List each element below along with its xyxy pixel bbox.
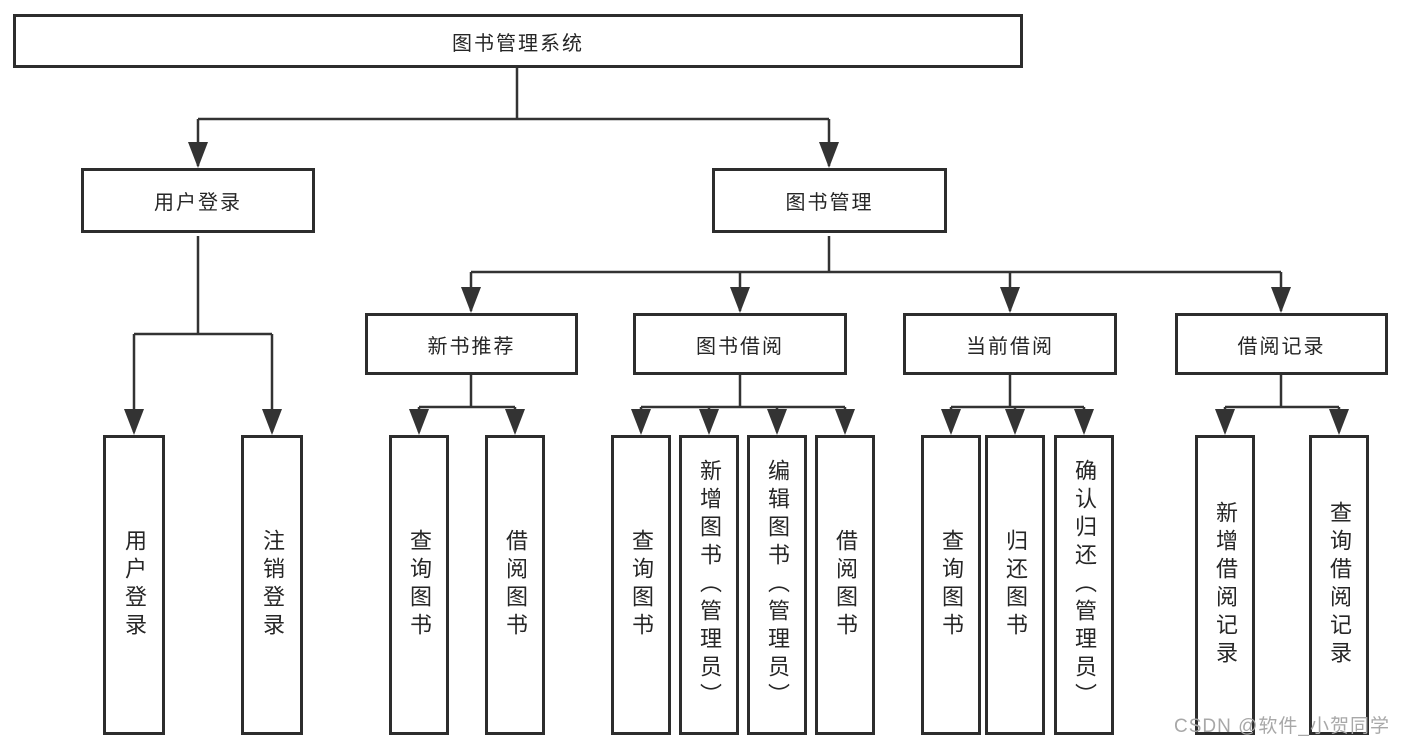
leaf-query-books-current: 查询图书 bbox=[921, 435, 981, 735]
arrowhead-down-icon bbox=[941, 409, 961, 435]
connector-user-login-children bbox=[132, 236, 274, 432]
leaf-edit-book-admin: 编辑图书（管理员） bbox=[747, 435, 807, 735]
connector-borrow-record-children bbox=[1223, 375, 1341, 432]
leaf-logout: 注销登录 bbox=[241, 435, 303, 735]
arrowhead-down-icon bbox=[505, 409, 525, 435]
arrowhead-down-icon bbox=[409, 409, 429, 435]
arrowhead-down-icon bbox=[1271, 287, 1291, 313]
leaf-return-book: 归还图书 bbox=[985, 435, 1045, 735]
watermark: CSDN @软件_小贺同学 bbox=[1174, 716, 1390, 737]
arrowhead-down-icon bbox=[767, 409, 787, 435]
arrowhead-down-icon bbox=[1000, 287, 1020, 313]
arrowhead-down-icon bbox=[1329, 409, 1349, 435]
node-borrow-records: 借阅记录 bbox=[1175, 313, 1388, 375]
node-label: 借阅记录 bbox=[1237, 335, 1326, 358]
node-label: 确认归还（管理员） bbox=[1072, 459, 1097, 711]
node-book-borrow: 图书借阅 bbox=[633, 313, 847, 375]
node-new-book-recommend: 新书推荐 bbox=[365, 313, 578, 375]
node-label: 查询图书 bbox=[629, 529, 654, 641]
node-label: 归还图书 bbox=[1003, 529, 1028, 641]
leaf-add-borrow-record: 新增借阅记录 bbox=[1195, 435, 1255, 735]
node-label: 用户登录 bbox=[122, 529, 147, 641]
node-label: 新增借阅记录 bbox=[1213, 501, 1238, 669]
node-label: 查询借阅记录 bbox=[1327, 501, 1352, 669]
arrowhead-down-icon bbox=[819, 142, 839, 168]
node-label: 新增图书（管理员） bbox=[697, 459, 722, 711]
node-label: 图书借阅 bbox=[696, 335, 784, 358]
node-label: 当前借阅 bbox=[966, 335, 1054, 358]
leaf-query-books-borrow: 查询图书 bbox=[611, 435, 671, 735]
node-root-system: 图书管理系统 bbox=[13, 14, 1023, 68]
arrowhead-down-icon bbox=[461, 287, 481, 313]
leaf-add-book-admin: 新增图书（管理员） bbox=[679, 435, 739, 735]
leaf-confirm-return-admin: 确认归还（管理员） bbox=[1054, 435, 1114, 735]
arrowhead-down-icon bbox=[1215, 409, 1235, 435]
connector-book-management-children bbox=[469, 236, 1283, 311]
arrowhead-down-icon bbox=[1005, 409, 1025, 435]
node-label: 图书管理 bbox=[785, 192, 874, 214]
connector-book-borrow-children bbox=[639, 375, 847, 432]
connector-root-to-level2 bbox=[196, 68, 831, 166]
leaf-borrow-books: 借阅图书 bbox=[815, 435, 875, 735]
leaf-query-books-recommend: 查询图书 bbox=[389, 435, 449, 735]
node-label: 编辑图书（管理员） bbox=[765, 459, 790, 711]
node-user-login: 用户登录 bbox=[81, 168, 315, 233]
connector-new-book-children bbox=[417, 375, 517, 432]
arrowhead-down-icon bbox=[631, 409, 651, 435]
arrowhead-down-icon bbox=[835, 409, 855, 435]
leaf-query-borrow-record: 查询借阅记录 bbox=[1309, 435, 1369, 735]
node-label: 借阅图书 bbox=[503, 529, 528, 641]
node-book-management: 图书管理 bbox=[712, 168, 947, 233]
arrowhead-down-icon bbox=[730, 287, 750, 313]
node-label: 新书推荐 bbox=[427, 335, 516, 358]
node-label: 查询图书 bbox=[939, 529, 964, 641]
arrowhead-down-icon bbox=[262, 409, 282, 435]
leaf-user-login: 用户登录 bbox=[103, 435, 165, 735]
node-label: 借阅图书 bbox=[833, 529, 858, 641]
arrowhead-down-icon bbox=[124, 409, 144, 435]
node-label: 用户登录 bbox=[154, 192, 242, 214]
node-label: 注销登录 bbox=[260, 529, 285, 641]
leaf-borrow-books-recommend: 借阅图书 bbox=[485, 435, 545, 735]
arrowhead-down-icon bbox=[188, 142, 208, 168]
arrowhead-down-icon bbox=[1074, 409, 1094, 435]
node-current-borrow: 当前借阅 bbox=[903, 313, 1117, 375]
node-label: 查询图书 bbox=[407, 529, 432, 641]
arrowhead-down-icon bbox=[699, 409, 719, 435]
node-label: 图书管理系统 bbox=[452, 32, 584, 55]
